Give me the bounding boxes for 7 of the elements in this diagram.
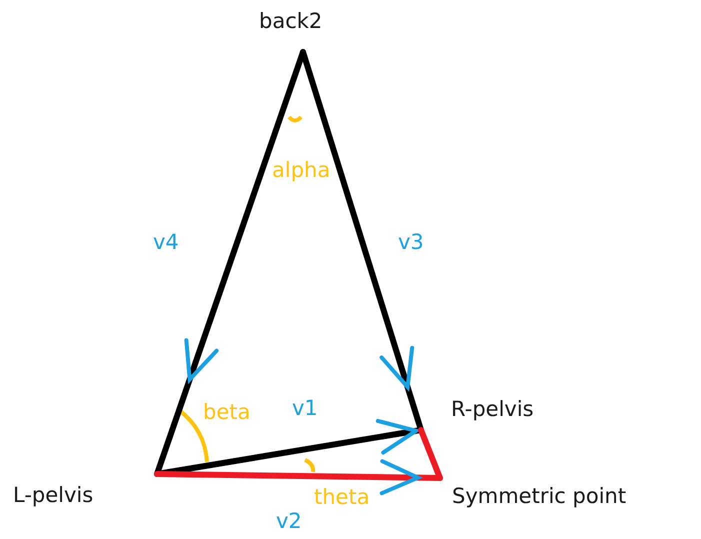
vertex-label: L-pelvis [13,482,94,508]
vertex-label: back2 [259,8,322,34]
angle-label: alpha [272,158,330,182]
angle-label: beta [203,400,250,424]
vertex-label: Symmetric point [452,483,626,509]
angle-label: theta [314,485,370,509]
vertex-label: R-pelvis [451,396,534,422]
